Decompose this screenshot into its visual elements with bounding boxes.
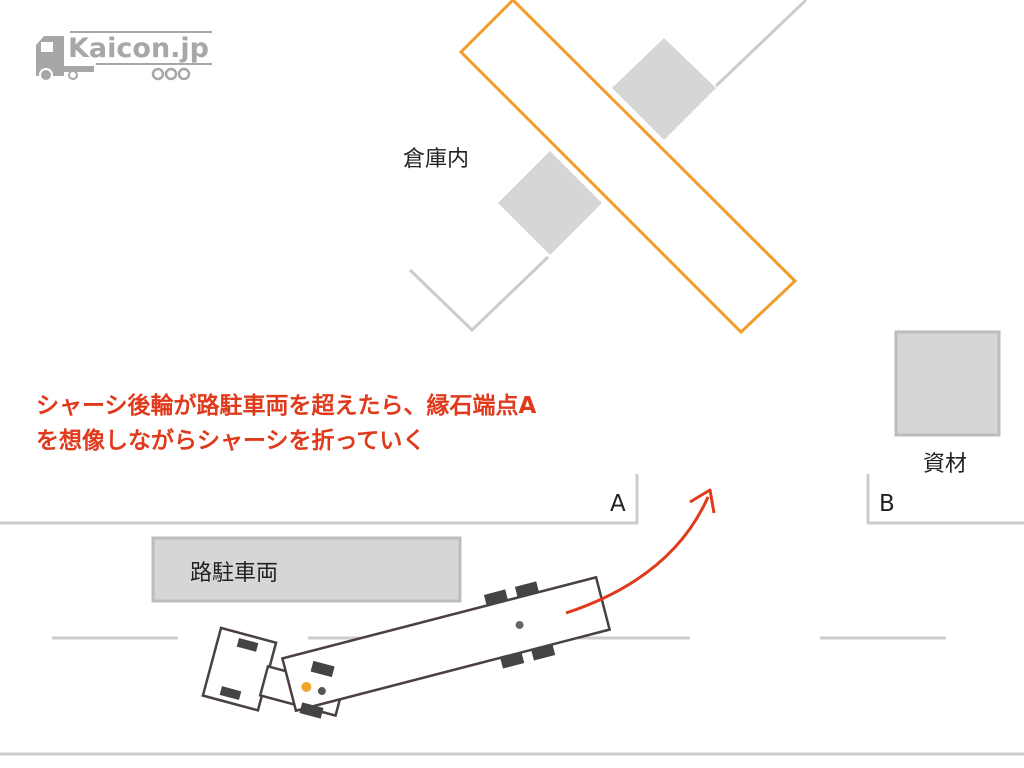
cab-tire bbox=[219, 686, 242, 701]
chassis-trailer bbox=[280, 575, 612, 713]
curb-left bbox=[0, 474, 639, 525]
materials-block bbox=[894, 330, 1001, 437]
point-a-label: A bbox=[610, 491, 626, 517]
warehouse-label: 倉庫内 bbox=[403, 147, 469, 172]
instruction-line-2: を想像しながらシャーシを折っていく bbox=[36, 427, 425, 454]
warehouse-wall-lower bbox=[408, 255, 550, 333]
truck-icon bbox=[36, 31, 212, 82]
chassis-rear-tire bbox=[500, 652, 525, 669]
logo-text: Kaicon.jp bbox=[68, 33, 209, 64]
warehouse-dock bbox=[408, 0, 808, 335]
parked-vehicle-label: 路駐車両 bbox=[190, 561, 278, 586]
drive-tire bbox=[299, 702, 324, 719]
tractor-drive-axle bbox=[299, 660, 335, 719]
axle-center-marker bbox=[317, 687, 326, 696]
turn-direction-arrow bbox=[565, 488, 716, 615]
point-b-label: B bbox=[879, 491, 895, 517]
chassis-rear-tire bbox=[531, 644, 556, 661]
drive-tire bbox=[310, 660, 335, 678]
instruction-line-1: シャーシ後輪が路駐車両を超えたら、縁石端点A bbox=[36, 392, 537, 419]
warehouse-wall-upper bbox=[714, 0, 808, 88]
cab-tire bbox=[236, 637, 259, 652]
dock-leveler-upper bbox=[612, 38, 716, 140]
parked-vehicle bbox=[151, 536, 462, 603]
chassis-body bbox=[280, 575, 612, 713]
curb-right bbox=[866, 474, 1024, 525]
dock-edge bbox=[458, 0, 798, 335]
kingpin-marker bbox=[301, 681, 312, 692]
materials-label: 資材 bbox=[923, 452, 967, 477]
chassis-rear-tire bbox=[514, 581, 539, 598]
tractor-cab bbox=[201, 626, 278, 712]
chassis-axle-center bbox=[515, 620, 524, 629]
dock-leveler-lower bbox=[498, 151, 602, 255]
chassis-rear-tire bbox=[483, 589, 508, 606]
kaicon-logo: Kaicon.jp bbox=[36, 31, 212, 82]
